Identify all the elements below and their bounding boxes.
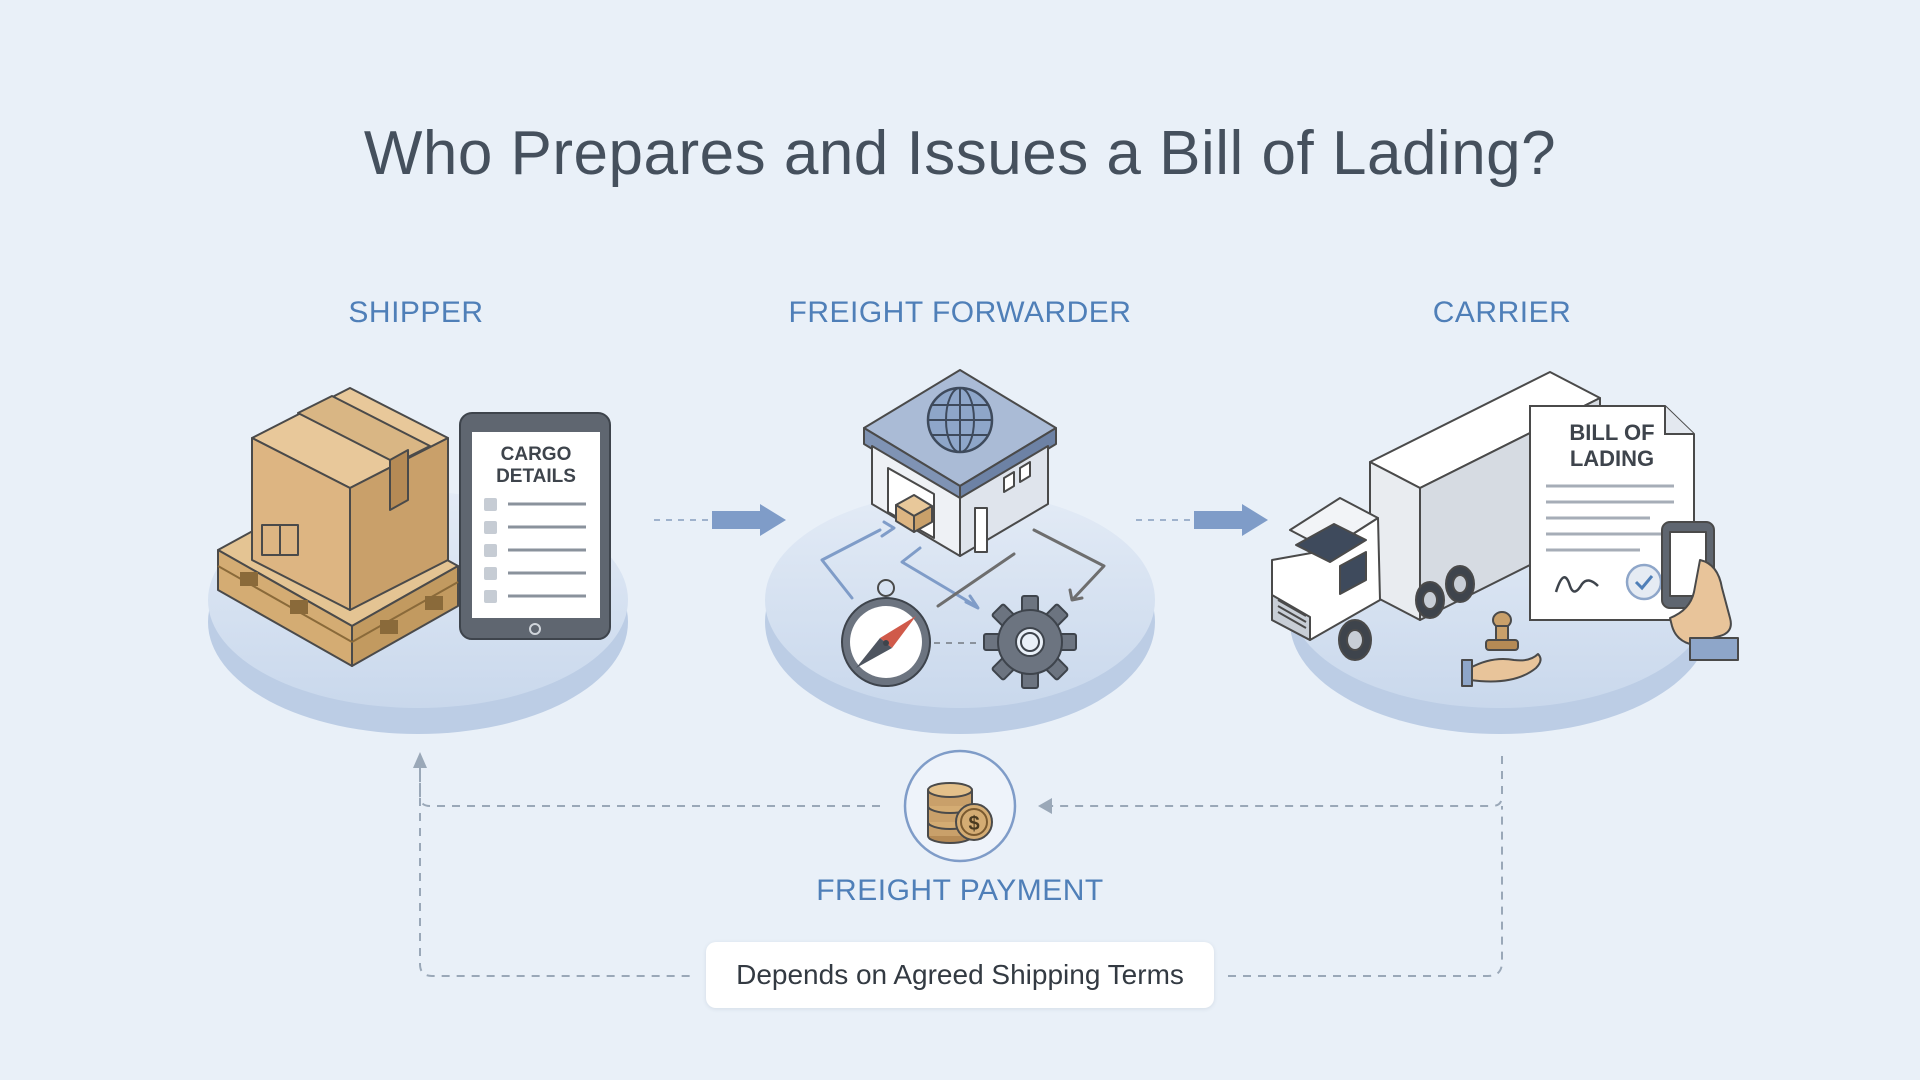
shipping-terms-text: Depends on Agreed Shipping Terms	[736, 959, 1184, 990]
coins-dollar-icon: $	[903, 749, 1017, 863]
phone-in-hand-icon	[1661, 521, 1739, 661]
carrier-label: CARRIER	[1432, 296, 1572, 329]
warehouse-globe-icon	[863, 369, 1057, 557]
bill-of-lading-line-2: LADING	[1570, 446, 1654, 471]
flow-arrow-shipper-to-forwarder	[654, 504, 786, 536]
bill-of-lading-line-1: BILL OF	[1569, 420, 1654, 445]
payment-flow-lines	[419, 756, 1503, 977]
freight-payment-label: FREIGHT PAYMENT	[816, 874, 1104, 907]
gear-icon	[983, 595, 1077, 689]
cargo-details-tablet-icon: CARGO DETAILS	[459, 412, 611, 640]
payment-arrowhead-to-shipper	[413, 752, 427, 768]
routing-arrows	[820, 520, 1106, 610]
freight-forwarder-label: FREIGHT FORWARDER	[788, 296, 1132, 329]
compass-icon	[841, 579, 931, 687]
cargo-details-line-2: DETAILS	[496, 466, 576, 487]
payment-arrowhead-from-carrier	[1038, 798, 1052, 814]
cargo-details-line-1: CARGO	[501, 444, 572, 465]
flow-arrow-forwarder-to-carrier	[1136, 504, 1268, 536]
bill-of-lading-document-icon: BILL OF LADING	[1529, 405, 1695, 621]
stamp-in-hand-icon	[1461, 611, 1542, 687]
cargo-box-pallet-icon	[217, 387, 459, 667]
shipping-terms-note: Depends on Agreed Shipping Terms	[706, 942, 1214, 1008]
dollar-sign-icon: $	[968, 813, 979, 835]
shipper-label: SHIPPER	[348, 296, 484, 329]
page-title: Who Prepares and Issues a Bill of Lading…	[363, 119, 1557, 188]
